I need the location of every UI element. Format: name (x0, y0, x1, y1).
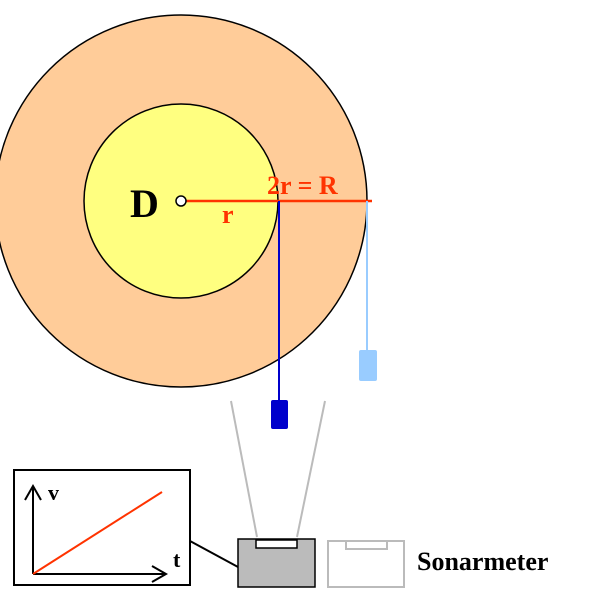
sonar-beam-right (296, 400, 326, 538)
graph-y-arrow (24, 483, 42, 501)
graph-velocity-line (32, 491, 163, 575)
center-label: D (130, 181, 159, 226)
inner-radius-label: r (222, 200, 234, 229)
graph-connector (189, 540, 239, 568)
inner-weight (271, 400, 288, 429)
sonarmeter-ghost-device (327, 540, 405, 588)
outer-radius-label: 2r = R (267, 171, 338, 200)
graph-y-label: v (48, 480, 59, 505)
graph-box (13, 469, 191, 586)
outer-weight (359, 350, 377, 381)
sonar-beam-left (230, 400, 258, 538)
sonarmeter-label: Sonarmeter (417, 547, 548, 576)
sonarmeter-sensor (255, 539, 298, 549)
sonarmeter-ghost-sensor (345, 540, 388, 550)
center-axle (175, 195, 187, 207)
graph-x-arrow (151, 565, 169, 583)
graph-x-label: t (173, 547, 181, 572)
